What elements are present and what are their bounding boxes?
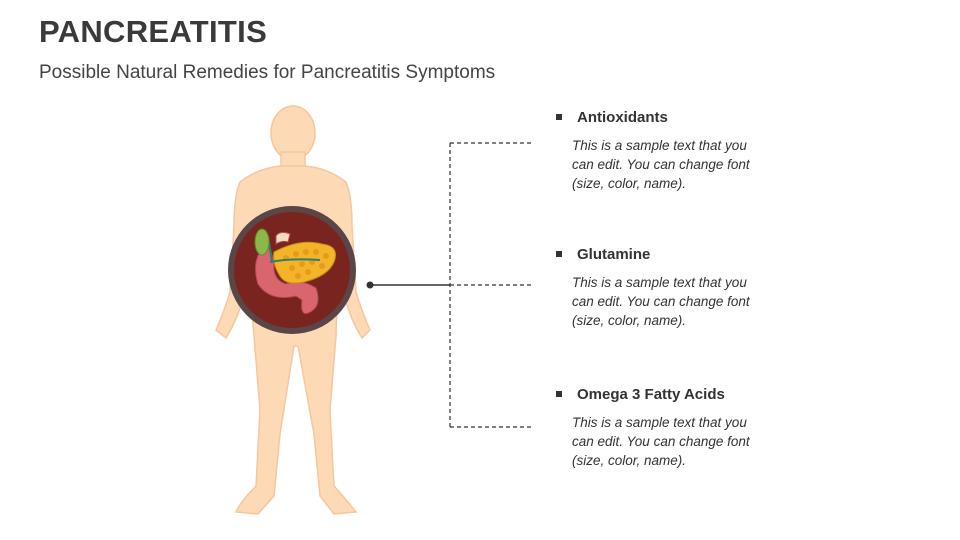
remedy-item-glutamine: Glutamine This is a sample text that you…	[556, 246, 786, 330]
remedy-title: Omega 3 Fatty Acids	[577, 386, 725, 403]
bullet-icon	[556, 250, 562, 257]
remedy-title: Antioxidants	[577, 109, 668, 126]
remedy-item-antioxidants: Antioxidants This is a sample text that …	[556, 109, 786, 193]
remedy-description: This is a sample text that you can edit.…	[572, 138, 750, 191]
bullet-icon	[556, 390, 562, 397]
page-title: PANCREATITIS	[39, 14, 268, 49]
remedy-title: Glutamine	[577, 246, 651, 263]
bullet-icon	[556, 113, 562, 120]
remedy-description: This is a sample text that you can edit.…	[572, 275, 750, 328]
pancreas-illustration	[254, 228, 336, 314]
page-subtitle: Possible Natural Remedies for Pancreatit…	[39, 62, 496, 83]
connector-dot	[366, 281, 374, 289]
remedy-item-omega3: Omega 3 Fatty Acids This is a sample tex…	[556, 386, 786, 470]
connector-lines	[370, 142, 532, 428]
remedy-description: This is a sample text that you can edit.…	[572, 415, 750, 468]
